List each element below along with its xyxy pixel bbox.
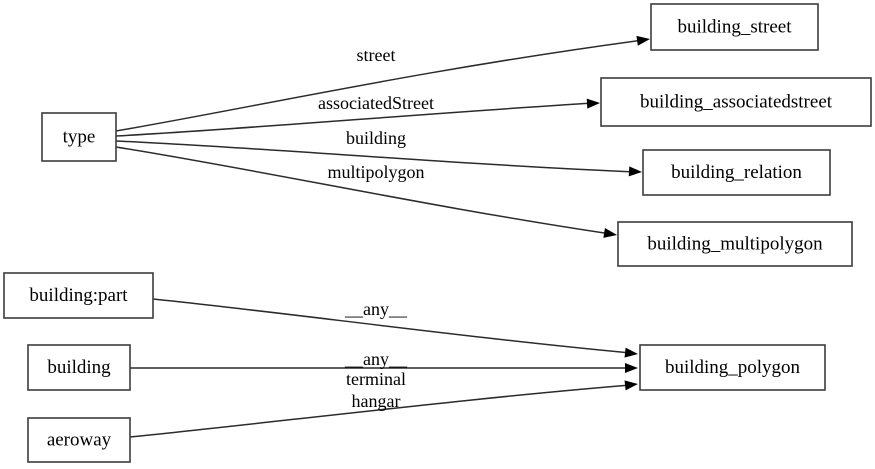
node-label: building:part	[29, 285, 128, 306]
edge-label: street	[357, 45, 396, 65]
edge-type-street	[115, 35, 650, 132]
node-box[interactable]	[27, 417, 131, 463]
node-label: building_associatedstreet	[640, 91, 833, 112]
edge-line	[115, 140, 637, 173]
node-building_street[interactable]: building_street	[650, 3, 819, 51]
edge-building-any	[130, 363, 638, 373]
arrowhead-icon	[628, 166, 642, 177]
arrowhead-icon	[624, 347, 638, 358]
node-building_part[interactable]: building:part	[3, 272, 154, 319]
node-label: type	[63, 126, 96, 147]
node-building_relation[interactable]: building_relation	[642, 149, 831, 196]
edge-line	[115, 146, 612, 235]
edges-layer	[115, 35, 650, 438]
edge-line	[152, 298, 632, 354]
arrowhead-icon	[624, 380, 638, 391]
arrowhead-icon	[586, 98, 600, 109]
edge-label: building	[346, 128, 406, 148]
arrowhead-icon	[636, 35, 650, 46]
node-building[interactable]: building	[27, 344, 131, 391]
node-box[interactable]	[639, 344, 826, 391]
node-box[interactable]	[642, 149, 831, 196]
node-label: building_street	[678, 16, 793, 37]
node-label: building_polygon	[665, 357, 801, 378]
node-box[interactable]	[600, 77, 872, 127]
edge-type-multipolygon	[115, 146, 617, 238]
edge-label: __any__	[344, 299, 408, 319]
edge-label: __any__	[344, 349, 408, 369]
edge-line	[129, 384, 632, 438]
node-building_multipolygon[interactable]: building_multipolygon	[617, 221, 853, 267]
node-box[interactable]	[617, 221, 853, 267]
node-aeroway[interactable]: aeroway	[27, 417, 131, 463]
node-building_associatedstreet[interactable]: building_associatedstreet	[600, 77, 872, 127]
node-type[interactable]: type	[41, 112, 117, 162]
node-building_polygon[interactable]: building_polygon	[639, 344, 826, 391]
edge-label: multipolygon	[327, 162, 424, 182]
node-label: building_relation	[671, 162, 802, 183]
node-label: aeroway	[47, 429, 112, 450]
edge-label: associatedStreet	[318, 93, 434, 113]
node-label: building_multipolygon	[647, 233, 823, 254]
edge-type-building	[115, 140, 642, 177]
edge-buildingpart-any	[152, 298, 638, 358]
nodes-layer: type building_street building_associatedst…	[3, 3, 872, 463]
node-box[interactable]	[41, 112, 117, 162]
node-box[interactable]	[650, 3, 819, 51]
edge-line	[115, 39, 644, 132]
node-box[interactable]	[27, 344, 131, 391]
node-box[interactable]	[3, 272, 154, 319]
edge-type-associatedstreet	[115, 98, 600, 137]
edge-aeroway-terminal-hangar	[129, 380, 638, 438]
arrowhead-icon	[603, 228, 617, 238]
arrowhead-icon	[625, 363, 638, 373]
edge-labels-layer: street associatedStreet building multipolyg…	[318, 45, 434, 411]
edge-line	[115, 102, 595, 137]
node-label: building	[47, 357, 111, 378]
